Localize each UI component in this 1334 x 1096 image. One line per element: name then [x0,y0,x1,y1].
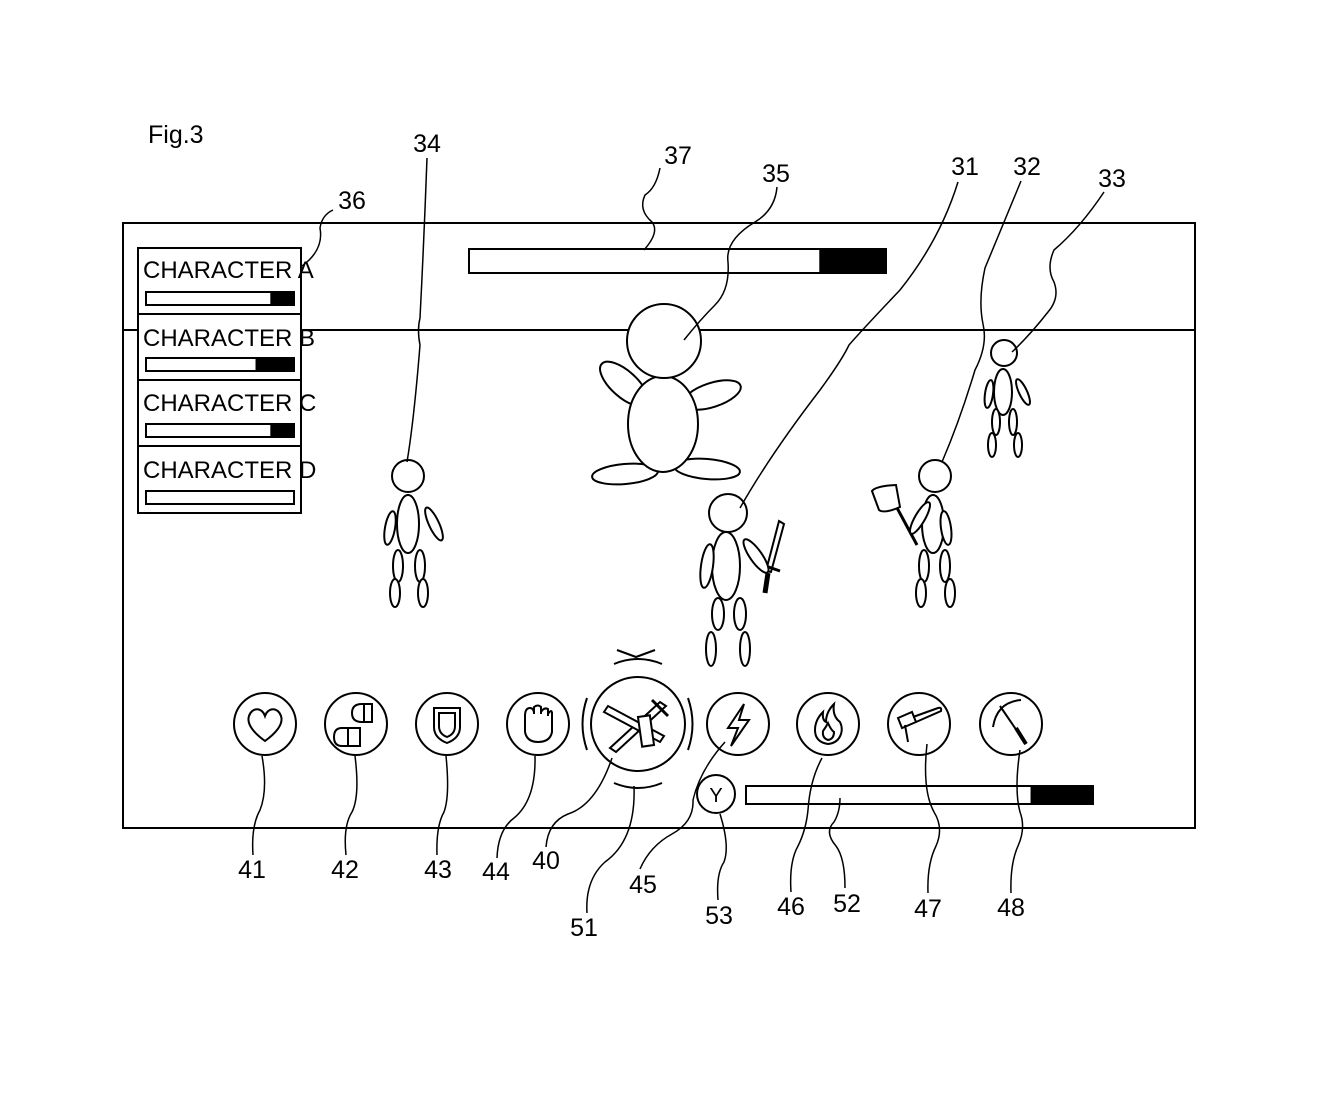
character-name: CHARACTER A [143,257,314,284]
character-34 [382,460,446,607]
ref-53: 53 [705,902,733,930]
fire-action-button[interactable] [797,693,859,755]
y-button-label: Y [709,785,722,807]
ref-36: 36 [338,187,366,215]
character-name: CHARACTER B [143,325,315,352]
character-hp-dark-segment [256,358,294,371]
player-character-31 [698,494,784,666]
ref-52: 52 [833,890,861,918]
ref-37: 37 [664,142,692,170]
ref-47: 47 [914,895,942,923]
figure-caption: Fig.3 [148,121,204,149]
character-card-b: CHARACTER B [143,325,315,371]
ref-46: 46 [777,893,805,921]
special-gauge-dark-segment [1031,786,1093,804]
character-card-a: CHARACTER A [143,257,314,305]
special-gauge [746,786,1093,804]
ref-43: 43 [424,856,452,884]
ref-40: 40 [532,847,560,875]
character-hp-dark-segment [270,424,294,437]
ref-32: 32 [1013,153,1041,181]
fist-action-button[interactable] [507,693,569,755]
character-card-d: CHARACTER D [143,457,316,504]
y-button[interactable]: Y [697,775,735,813]
capsules-action-button[interactable] [325,693,387,755]
heart-action-button[interactable] [234,693,296,755]
ref-45: 45 [629,871,657,899]
character-status-panel: CHARACTER A CHARACTER B CHARACTER C CHAR… [138,248,316,513]
boss-hp-gauge-dark-segment [819,249,886,273]
boss-creature [591,304,744,487]
ref-33: 33 [1098,165,1126,193]
character-name: CHARACTER C [143,390,316,417]
character-name: CHARACTER D [143,457,316,484]
crossbow-action-button[interactable] [980,693,1042,755]
ref-42: 42 [331,856,359,884]
selected-weapon-button[interactable] [583,650,693,788]
character-32 [872,460,955,607]
shield-action-button[interactable] [416,693,478,755]
ref-41: 41 [238,856,266,884]
boss-hp-gauge [469,249,886,273]
ref-31: 31 [951,153,979,181]
ref-44: 44 [482,858,510,886]
lightning-action-button[interactable] [707,693,769,755]
ref-35: 35 [762,160,790,188]
character-hp-dark-segment [270,292,294,305]
ref-48: 48 [997,894,1025,922]
ref-51: 51 [570,914,598,942]
hammer-action-button[interactable] [888,693,950,755]
character-card-c: CHARACTER C [143,390,316,437]
character-33 [983,340,1032,457]
ref-34: 34 [413,130,441,158]
